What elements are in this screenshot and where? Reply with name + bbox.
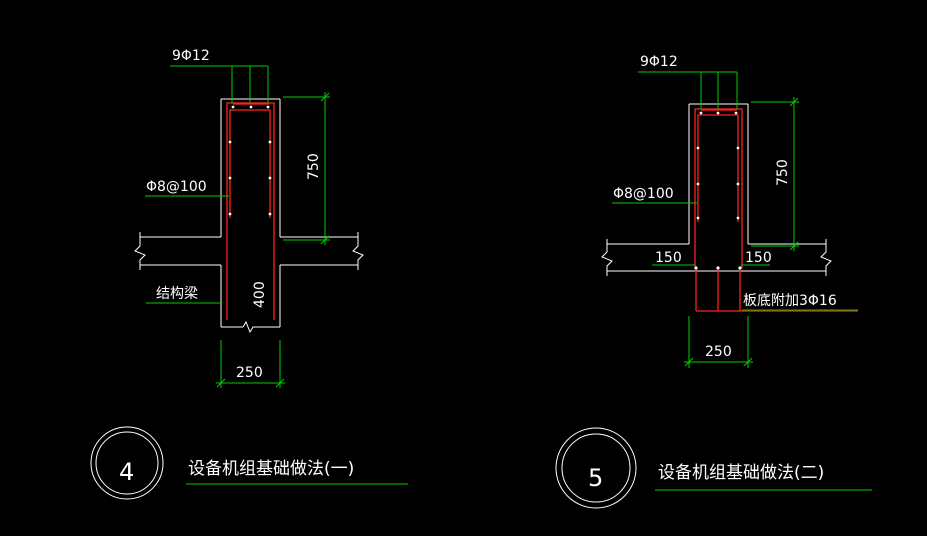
- detail-5-title: 设备机组基础做法(二): [658, 463, 824, 483]
- detail-4-height-dim: 750: [306, 153, 322, 180]
- detail-4-depth-dim: 400: [252, 281, 268, 308]
- detail-5-height-dim: 750: [775, 159, 791, 186]
- detail-4: 9Φ12 Φ8@100 750 400 结构梁 250 4 设备机组基础做法(一…: [90, 48, 408, 500]
- detail-5-rebar: [694, 108, 858, 312]
- detail-5-left-offset: 150: [655, 250, 682, 266]
- detail-4-dimensions: [145, 65, 408, 485]
- detail-5-rebar-dots: [694, 111, 742, 270]
- detail-4-title: 设备机组基础做法(一): [188, 459, 354, 479]
- detail-4-number-circle: [90, 426, 164, 500]
- detail-4-rebar-label: 9Φ12: [172, 48, 210, 64]
- detail-5-width-dim: 250: [705, 344, 732, 360]
- detail-5: 9Φ12 Φ8@100 750 150 150 板底附加3Φ16 250 5 设…: [555, 54, 872, 509]
- detail-5-pedestal: [601, 103, 832, 276]
- detail-4-number: 4: [119, 458, 134, 486]
- detail-5-stirrup-label: Φ8@100: [613, 186, 674, 202]
- detail-5-rebar-label: 9Φ12: [640, 54, 678, 70]
- detail-4-stirrup-label: Φ8@100: [146, 179, 207, 195]
- detail-5-right-offset: 150: [745, 250, 772, 266]
- detail-4-pedestal: [134, 98, 364, 334]
- detail-5-dimensions: [612, 71, 872, 491]
- detail-4-width-dim: 250: [236, 365, 263, 381]
- detail-4-beam-label: 结构梁: [156, 286, 198, 302]
- detail-4-rebar-dots: [228, 105, 272, 216]
- detail-5-slab-rebar-label: 板底附加3Φ16: [743, 293, 837, 309]
- detail-5-number-circle: [555, 427, 637, 509]
- detail-5-number: 5: [588, 464, 603, 492]
